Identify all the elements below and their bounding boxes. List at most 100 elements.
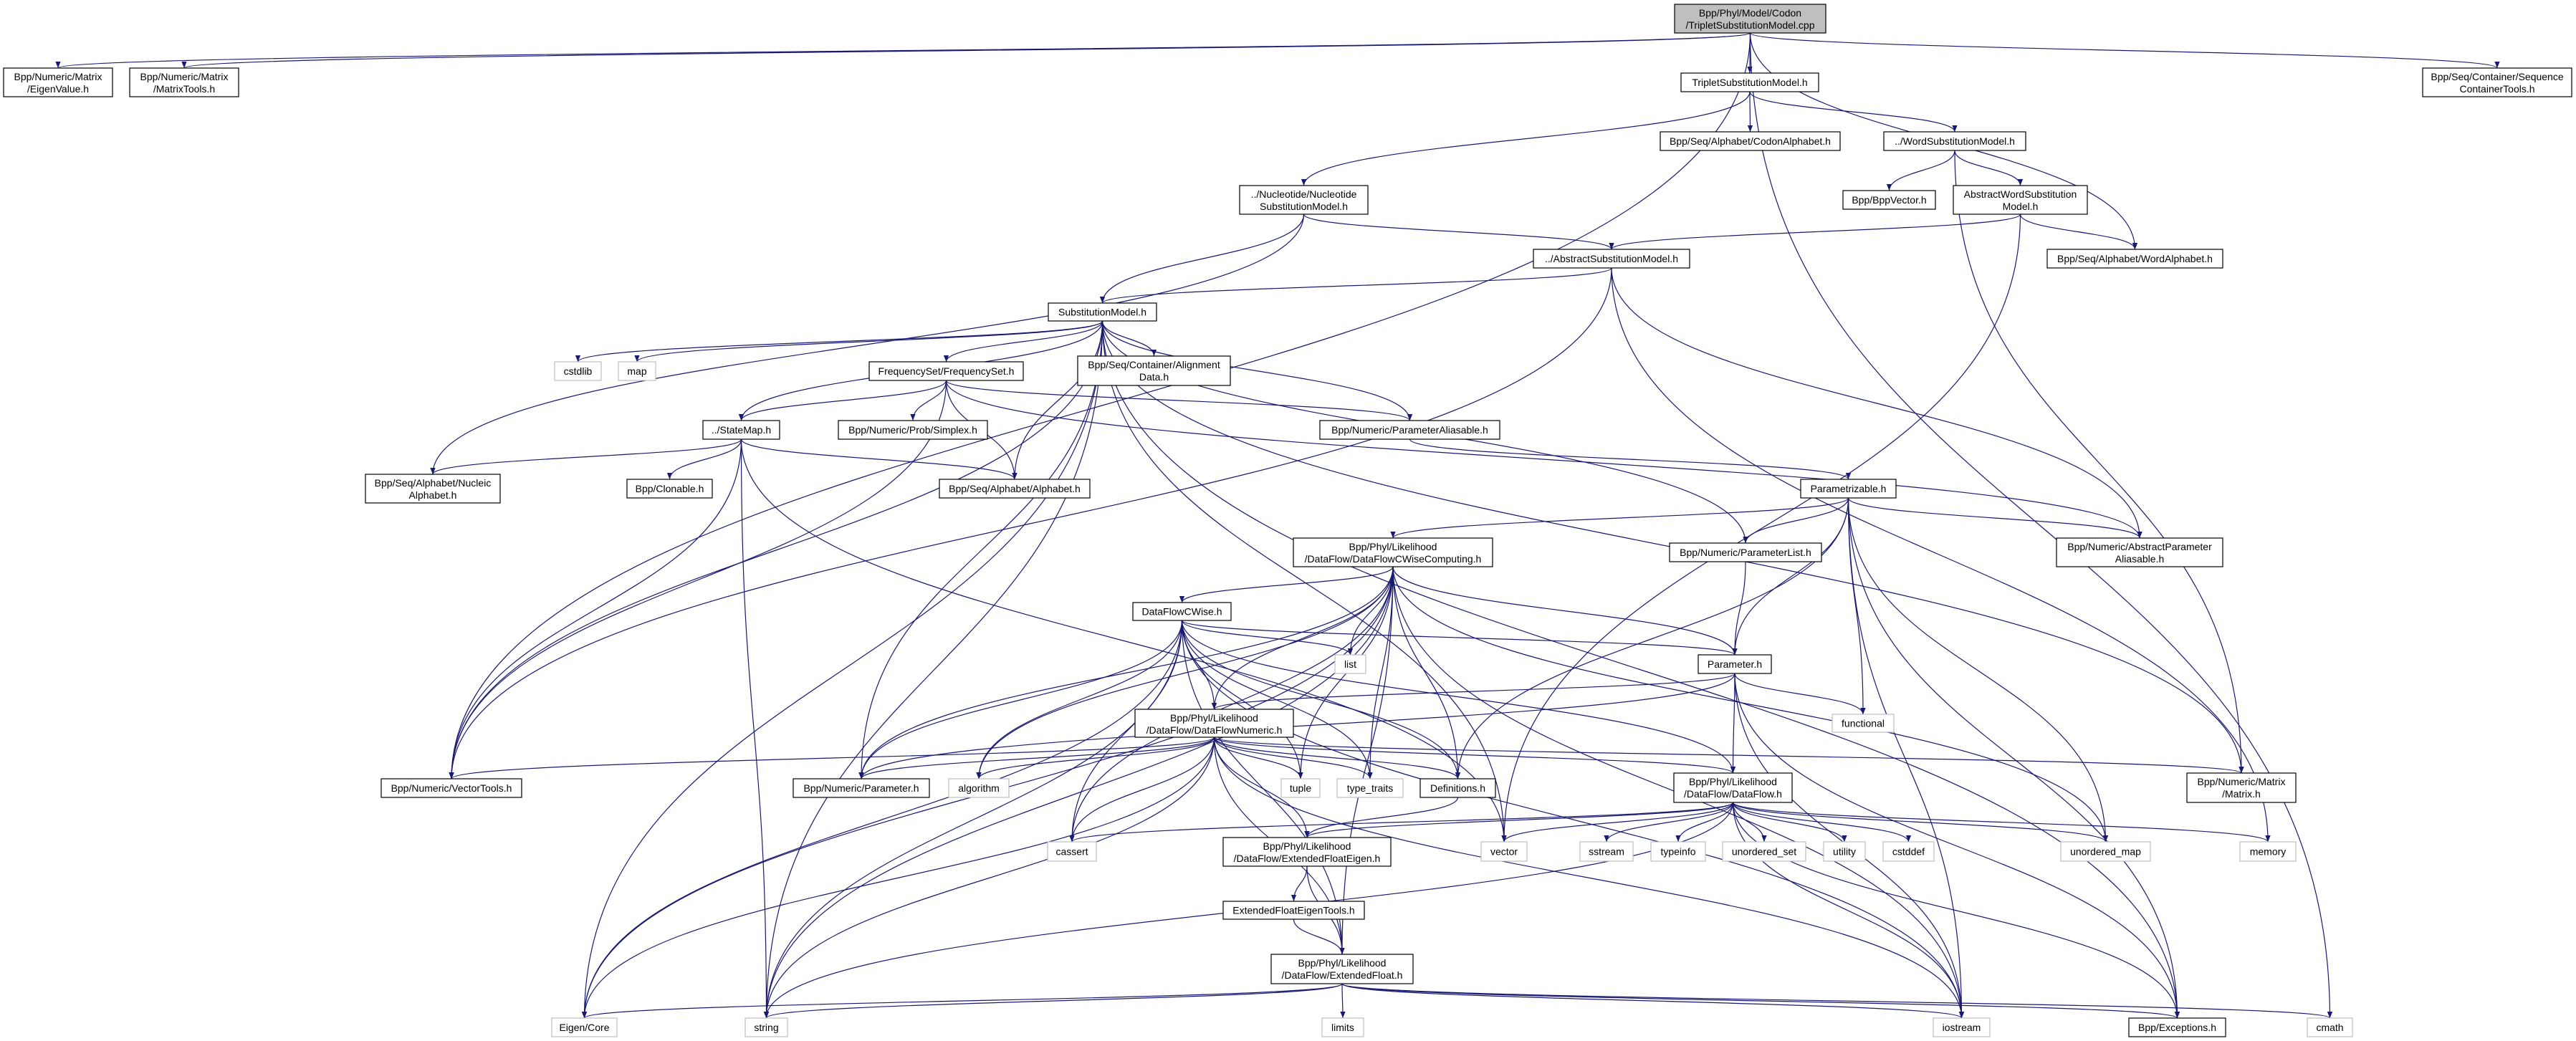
node-box (1134, 709, 1294, 738)
node-label: /TripletSubstitutionModel.cpp (1685, 19, 1814, 31)
node-wordalphabet[interactable]: Bpp/Seq/Alphabet/WordAlphabet.h (2046, 249, 2223, 269)
node-alphabet[interactable]: Bpp/Seq/Alphabet/Alphabet.h (939, 479, 1091, 499)
node-paramaliasable[interactable]: Bpp/Numeric/ParameterAliasable.h (1319, 420, 1500, 440)
node-label: ExtendedFloatEigenTools.h (1232, 905, 1354, 916)
node-box (129, 67, 239, 97)
node-sstream: sstream (1579, 841, 1634, 862)
node-label: /EigenValue.h (27, 83, 89, 95)
node-dfnumeric[interactable]: Bpp/Phyl/Likelihood/DataFlow/DataFlowNum… (1134, 709, 1294, 738)
node-matrix[interactable]: Bpp/Numeric/Matrix/Matrix.h (2186, 772, 2297, 803)
edge-abstractsubst-to-memory (1611, 267, 2271, 843)
node-dfcwisecomputing[interactable]: Bpp/Phyl/Likelihood/DataFlow/DataFlowCWi… (1293, 537, 1493, 567)
edge-dfcwise-to-dataflow (1181, 620, 1736, 774)
node-parameterlist[interactable]: Bpp/Numeric/ParameterList.h (1669, 542, 1822, 562)
node-box (1533, 249, 1690, 269)
node-box (1293, 537, 1493, 567)
node-label: cstddef (1892, 846, 1925, 858)
node-tuple: tuple (1280, 778, 1321, 798)
node-box (1673, 772, 1793, 803)
node-root[interactable]: Bpp/Phyl/Model/Codon/TripletSubstitution… (1674, 4, 1826, 34)
edge-dfcwisecomputing-to-cassert (1069, 566, 1394, 843)
node-extendedfloat[interactable]: Bpp/Phyl/Likelihood/DataFlow/ExtendedFlo… (1270, 954, 1414, 984)
node-triplet[interactable]: TripletSubstitutionModel.h (1680, 72, 1819, 92)
node-box (1132, 602, 1232, 621)
node-label: /Matrix.h (2222, 788, 2261, 800)
node-parameter[interactable]: Parameter.h (1698, 654, 1772, 674)
edge-dfcwise-to-eigencore (581, 620, 1183, 1019)
node-dfcwise[interactable]: DataFlowCWise.h (1132, 602, 1232, 621)
edge-nucleotide-to-nucleicalphabet (430, 214, 1305, 475)
node-box (1222, 837, 1392, 867)
node-numparameter[interactable]: Bpp/Numeric/Parameter.h (793, 778, 930, 798)
node-seqcontainertools[interactable]: Bpp/Seq/Container/SequenceContainerTools… (2422, 67, 2572, 97)
node-label: Alphabet.h (409, 489, 457, 501)
node-box (1933, 1017, 1991, 1037)
node-label: Bpp/Seq/Container/Alignment (1088, 359, 1220, 370)
edge-substmodel-to-vector (1101, 320, 1507, 843)
node-typetraits: type_traits (1336, 778, 1404, 798)
node-freqset[interactable]: FrequencySet/FrequencySet.h (868, 361, 1024, 381)
edge-dfcwise-to-list (1181, 620, 1354, 656)
edge-triplet-to-nucleotide (1301, 91, 1751, 186)
node-cmath: cmath (2307, 1017, 2353, 1037)
node-abstractsubst[interactable]: ../AbstractSubstitutionModel.h (1533, 249, 1690, 269)
node-efeigen[interactable]: Bpp/Phyl/Likelihood/DataFlow/ExtendedFlo… (1222, 837, 1392, 867)
node-label: ../StateMap.h (712, 424, 771, 436)
node-box (2422, 67, 2572, 97)
edge-dfcwise-to-algorithm (976, 620, 1183, 779)
edge-root-to-seqcontainertools (1749, 32, 2500, 69)
node-string: string (744, 1017, 788, 1037)
node-bppvector[interactable]: Bpp/BppVector.h (1842, 190, 1936, 210)
node-box (1882, 841, 1935, 862)
node-eigenvalue[interactable]: Bpp/Numeric/Matrix/EigenValue.h (3, 67, 113, 97)
node-label: Bpp/Seq/Alphabet/CodonAlphabet.h (1670, 135, 1831, 147)
node-label: cmath (2316, 1022, 2343, 1033)
edge-substmodel-to-string (763, 320, 1103, 1019)
node-nucleotide[interactable]: ../Nucleotide/NucleotideSubstitutionMode… (1239, 185, 1369, 215)
node-exceptions[interactable]: Bpp/Exceptions.h (2128, 1017, 2226, 1037)
edge-efeigentools-to-extendedfloat (1293, 918, 1345, 955)
node-label: unordered_map (2070, 846, 2141, 858)
node-label: functional (1842, 718, 1885, 729)
nodes-layer: Bpp/Phyl/Model/Codon/TripletSubstitution… (3, 4, 2572, 1037)
node-substmodel[interactable]: SubstitutionModel.h (1048, 302, 1157, 322)
node-label: Bpp/Clonable.h (636, 483, 704, 494)
edge-triplet-to-wordsubst (1749, 91, 1958, 133)
node-memory: memory (2239, 841, 2297, 862)
edge-dataflow-to-vector (1501, 802, 1734, 843)
edge-abstractsubst-to-substmodel (1100, 267, 1612, 304)
node-label: /MatrixTools.h (153, 83, 215, 95)
node-efeigentools[interactable]: ExtendedFloatEigenTools.h (1222, 901, 1365, 920)
node-clonable[interactable]: Bpp/Clonable.h (626, 479, 713, 499)
node-limits: limits (1321, 1017, 1364, 1037)
node-label: cstdlib (564, 365, 593, 377)
edge-dfnumeric-to-string (763, 737, 1215, 1019)
node-codonalphabet[interactable]: Bpp/Seq/Alphabet/CodonAlphabet.h (1660, 131, 1841, 151)
node-definitions[interactable]: Definitions.h (1419, 778, 1496, 798)
node-label: ../WordSubstitutionModel.h (1895, 135, 2015, 147)
node-matrixtools[interactable]: Bpp/Numeric/Matrix/MatrixTools.h (129, 67, 239, 97)
node-dataflow[interactable]: Bpp/Phyl/Likelihood/DataFlow/DataFlow.h (1673, 772, 1793, 803)
edge-abstractword-to-wordalphabet (2019, 214, 2138, 250)
node-box (1669, 542, 1822, 562)
edge-parametrizable-to-parameterlist (1743, 497, 1849, 544)
node-list: list (1334, 654, 1366, 674)
node-cstddef: cstddef (1882, 841, 1935, 862)
node-vectortools[interactable]: Bpp/Numeric/VectorTools.h (380, 778, 522, 798)
node-parametrizable[interactable]: Parametrizable.h (1800, 479, 1897, 499)
node-box (2060, 841, 2151, 862)
edge-freqset-to-absparamaliasable (945, 380, 2142, 539)
edge-root-to-matrixtools (182, 32, 1751, 69)
edge-abstractsubst-to-vectortools (449, 267, 1612, 779)
node-simplex[interactable]: Bpp/Numeric/Prob/Simplex.h (838, 420, 988, 440)
node-box (868, 361, 1024, 381)
edge-dfnumeric-to-vectortools (449, 737, 1215, 779)
node-box (1222, 901, 1365, 920)
node-label: Bpp/Phyl/Model/Codon (1699, 7, 1801, 19)
node-wordsubst[interactable]: ../WordSubstitutionModel.h (1883, 131, 2026, 151)
node-statemap[interactable]: ../StateMap.h (702, 420, 780, 440)
